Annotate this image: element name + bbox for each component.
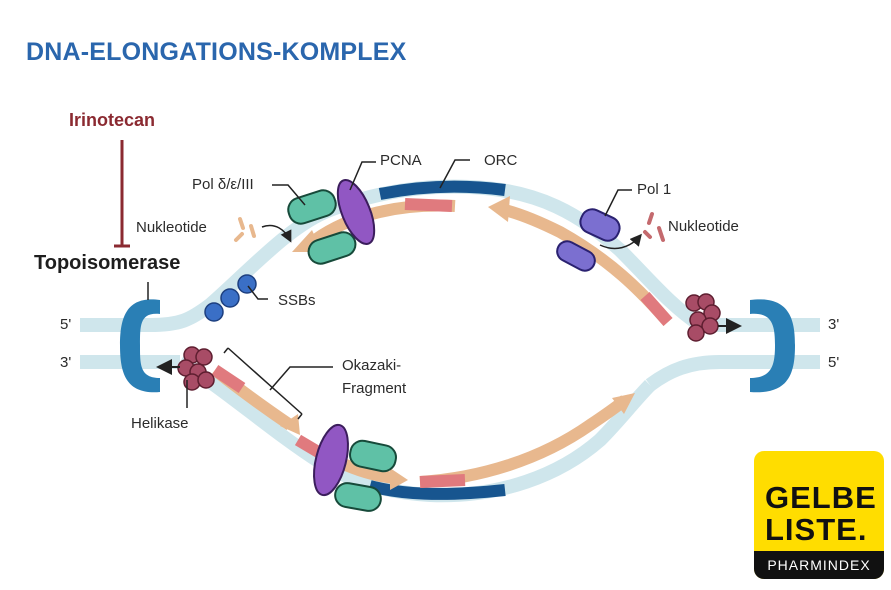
arrowhead-lower-left [390, 468, 408, 490]
label-topoisomerase: Topoisomerase [34, 252, 181, 274]
label-pol1: Pol 1 [637, 181, 672, 198]
label-nucleotide-left: Nukleotide [136, 219, 207, 236]
helikase-left-icon [177, 346, 215, 391]
primer-upper [404, 198, 453, 212]
label-helikase: Helikase [131, 415, 189, 432]
label-ssbs: SSBs [278, 292, 316, 309]
nucleotides-left-icon [234, 217, 256, 242]
ssb-proteins-icon [204, 274, 257, 322]
drug-label-irinotecan: Irinotecan [69, 110, 156, 130]
nucleotides-right-icon [643, 212, 665, 242]
label-end-right-top: 3' [828, 316, 840, 333]
label-end-right-bottom: 5' [828, 354, 840, 371]
primer-okazaki [211, 365, 246, 393]
label-nucleotide-right: Nukleotide [668, 218, 739, 235]
logo-subtitle: PHARMINDEX [754, 551, 884, 579]
arrowhead-lower-right [612, 393, 635, 414]
inhibition-line [114, 140, 130, 248]
nucleotide-left-arrow [261, 224, 292, 243]
arrowhead-upper-right [488, 196, 510, 222]
pol-delta-lower-icon [334, 439, 397, 512]
topoisomerase-right-icon [750, 299, 795, 393]
leader-lines [147, 159, 632, 420]
nucleotide-right-arrow [599, 233, 642, 250]
label-orc: ORC [484, 152, 518, 169]
logo-line2: LISTE. [765, 512, 868, 547]
primer-upper-right [640, 292, 673, 326]
pcna-lower-icon [313, 423, 349, 497]
arrowhead-okazaki [280, 414, 300, 435]
label-pol-delta: Pol δ/ε/III [192, 176, 254, 193]
label-end-left-bottom: 3' [60, 354, 72, 371]
page-title: DNA-ELONGATIONS-KOMPLEX [26, 38, 407, 66]
label-okazaki-line1: Okazaki- [342, 357, 402, 374]
helikase-right-icon [685, 293, 721, 342]
topoisomerase-left-icon [120, 299, 160, 393]
pol1-icon [556, 208, 621, 272]
label-end-left-top: 5' [60, 316, 72, 333]
orc-segment-lower [368, 480, 506, 500]
label-okazaki-line2: Fragment [342, 380, 407, 397]
logo-line1: GELBE [765, 480, 877, 515]
pcna-upper-icon [336, 179, 376, 245]
label-pcna: PCNA [380, 152, 422, 169]
primer-lower-right [419, 474, 466, 488]
gelbe-liste-logo: GELBE LISTE. PHARMINDEX [754, 451, 884, 579]
